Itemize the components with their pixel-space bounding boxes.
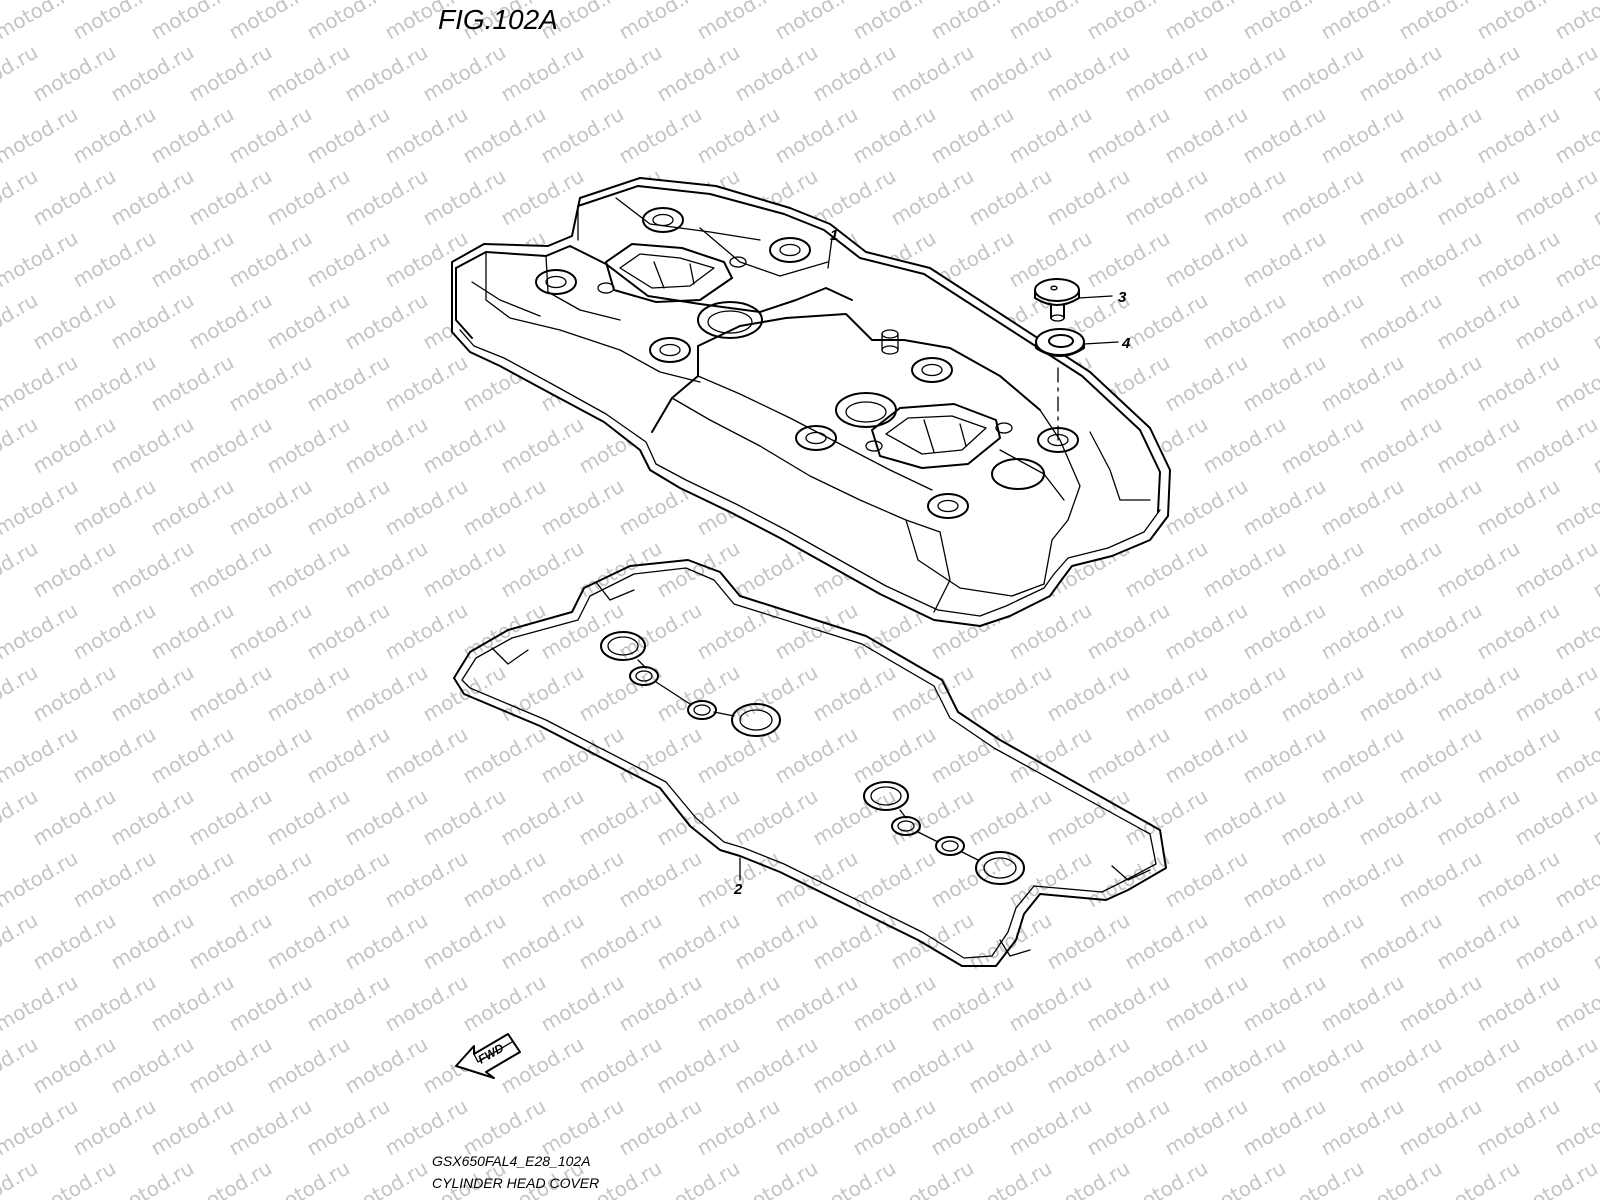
leader-lines: [739, 237, 1119, 881]
cylinder-head-cover[interactable]: [451, 177, 1171, 627]
callout-1: 1: [830, 227, 838, 244]
callout-2: 2: [733, 881, 743, 898]
figure-caption-block: GSX650FAL4_E28_102A CYLINDER HEAD COVER: [432, 1150, 599, 1194]
bolt[interactable]: [1034, 278, 1080, 322]
bolt-boss-holes: [535, 207, 1079, 519]
washer[interactable]: [1035, 328, 1085, 357]
callout-3: 3: [1118, 289, 1127, 306]
figure-code: GSX650FAL4_E28_102A: [432, 1153, 591, 1169]
gasket[interactable]: [453, 559, 1167, 967]
figure-caption: CYLINDER HEAD COVER: [432, 1175, 600, 1191]
callout-4: 4: [1121, 335, 1131, 352]
figure-title: FIG.102A: [438, 4, 558, 35]
forward-arrow-icon: FWD: [455, 1033, 521, 1079]
